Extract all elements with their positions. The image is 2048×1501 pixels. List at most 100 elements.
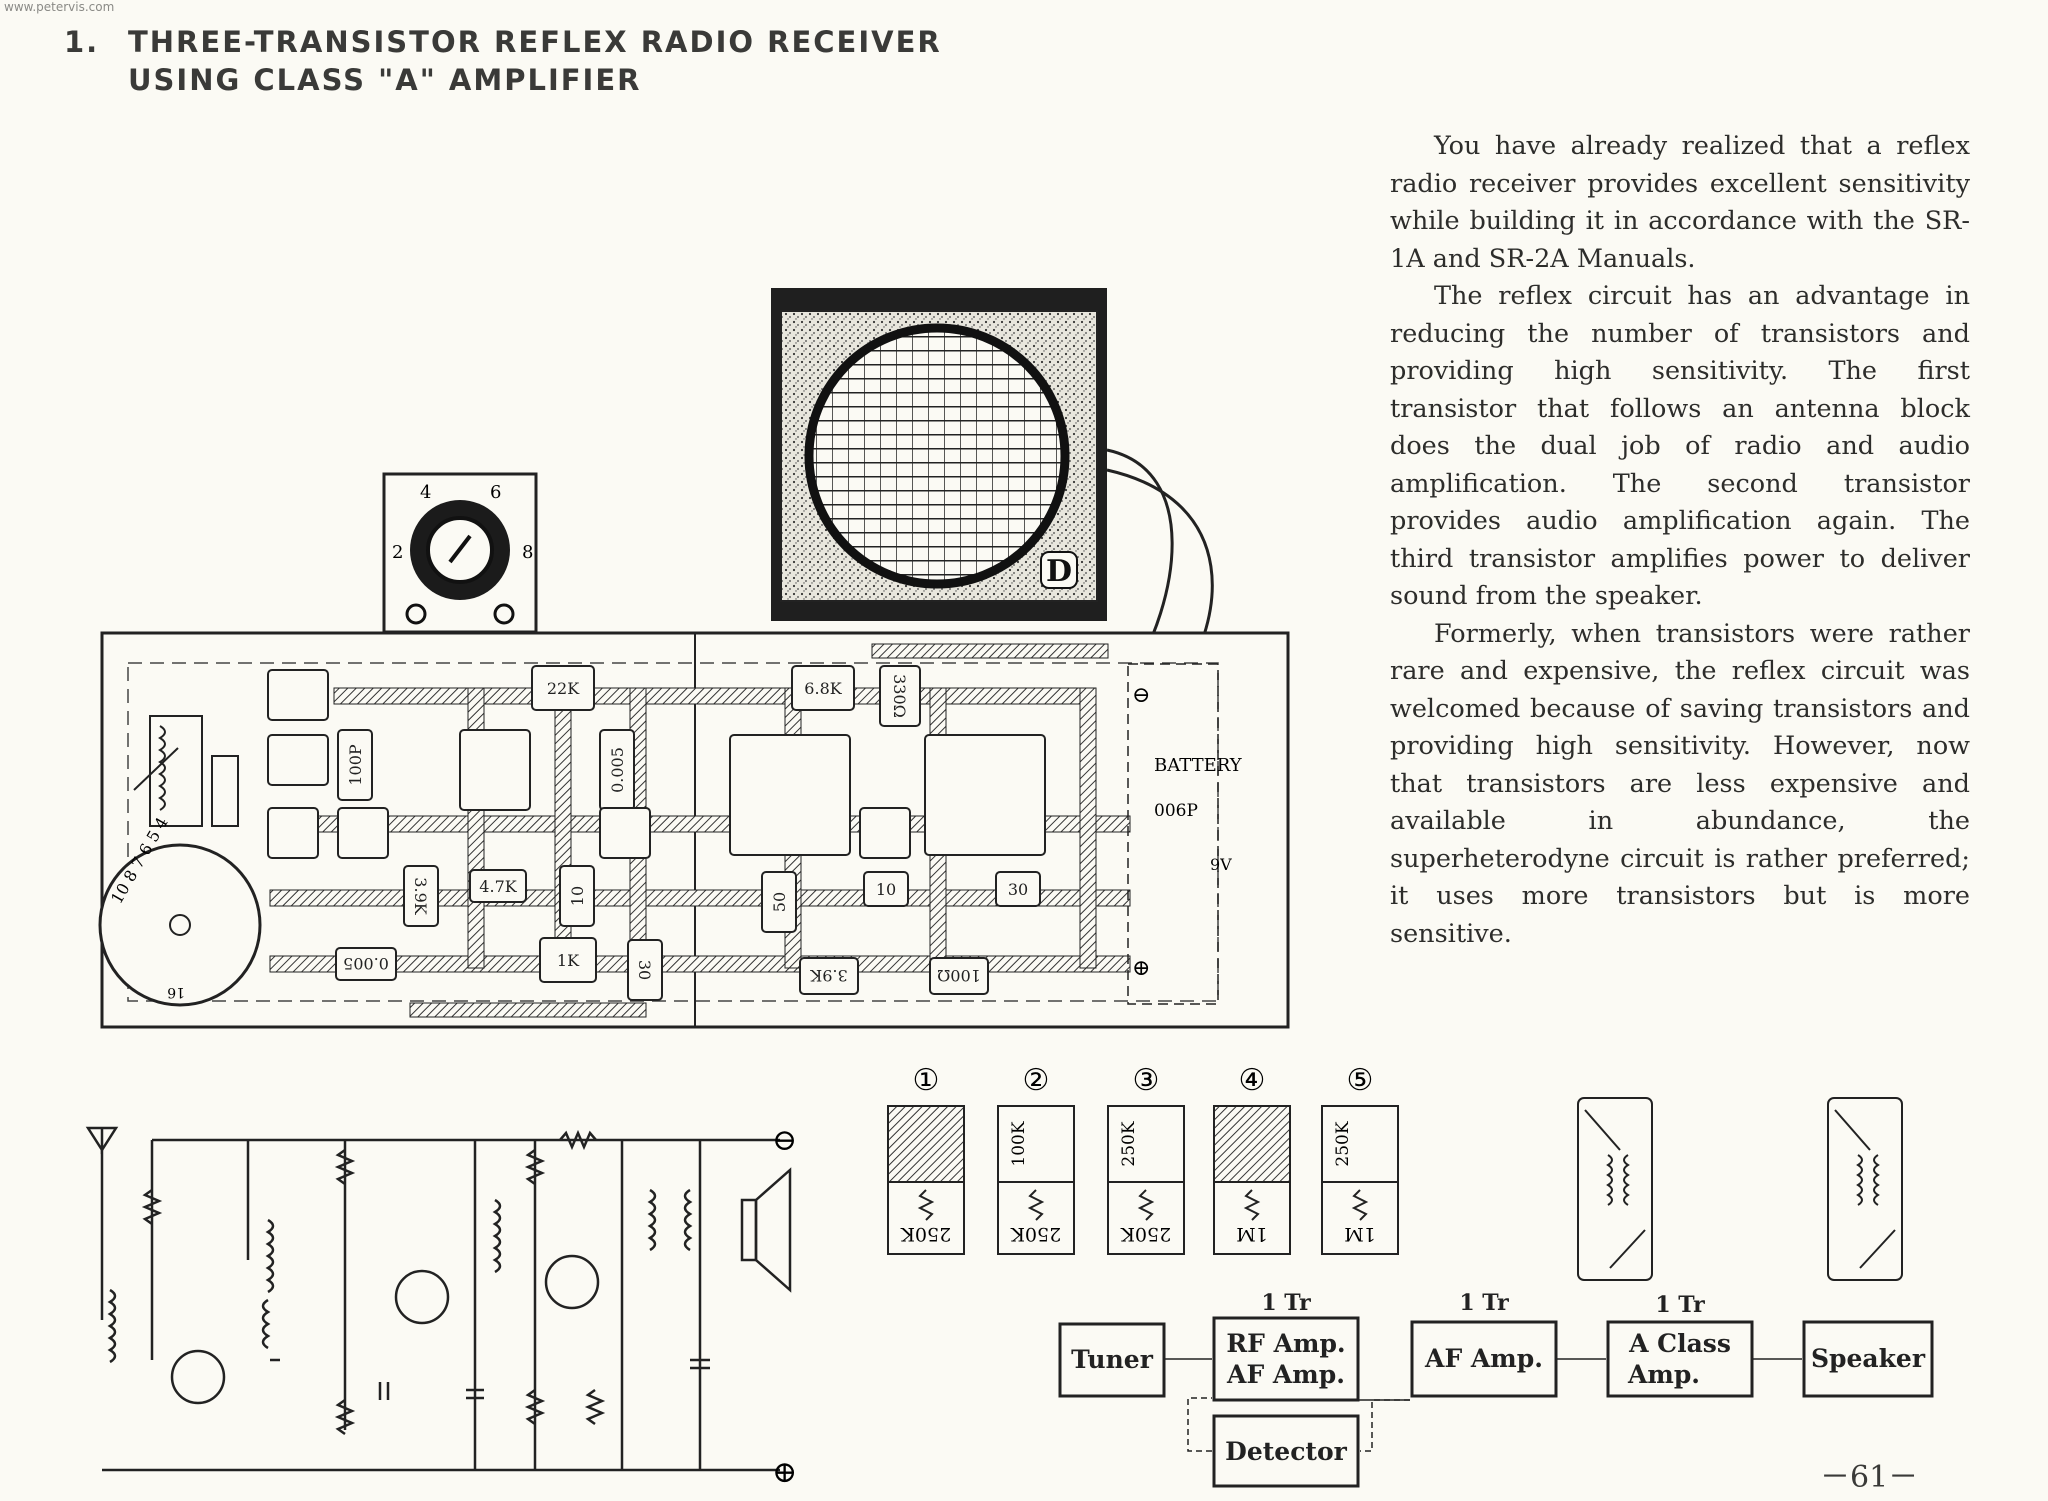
schematic-plus: ⊕ (772, 1455, 797, 1490)
dial-bottom: 16 (167, 984, 185, 1000)
component-label-c0005b: 0.005 (343, 954, 389, 973)
variant-number: ① (913, 1063, 940, 1098)
transformer-illustration-1 (1577, 1097, 1653, 1281)
component-c30a: 30 (627, 939, 663, 1001)
variant-bottom-label: 250K (1120, 1223, 1171, 1245)
block-rf-line2: AF Amp. (1226, 1360, 1345, 1389)
board-part-2 (599, 807, 651, 859)
vol-mark-6: 6 (490, 482, 501, 503)
component-label-r22k: 22K (547, 679, 580, 698)
component-c0005b: 0.005 (335, 947, 397, 981)
block-speaker: Speaker (1811, 1344, 1926, 1373)
component-c50: 50 (761, 871, 797, 933)
block-tuner: Tuner (1071, 1345, 1154, 1374)
component-r22k: 22K (531, 665, 595, 711)
component-label-c30a: 30 (635, 960, 654, 980)
variant-parts: ① 250K ② 100K 250K ③ 250K 250K ④ 1M ⑤ 250K 1M (887, 1063, 1399, 1255)
component-label-c30b: 30 (1008, 880, 1028, 899)
component-c10a: 10 (559, 865, 595, 927)
battery-plus: ⊕ (1132, 956, 1150, 981)
vol-mark-2: 2 (392, 542, 403, 563)
section-number: 1. (64, 25, 100, 59)
variant-3: ③ 250K 250K (1107, 1063, 1185, 1255)
board-part-8 (267, 734, 329, 786)
component-label-r68k: 6.8K (804, 679, 842, 698)
board-part-0 (267, 807, 319, 859)
component-label-c10a: 10 (568, 886, 587, 906)
component-c100p: 100P (337, 729, 373, 801)
block-af: AF Amp. (1424, 1344, 1543, 1373)
speaker-illustration: D (771, 288, 1107, 621)
component-label-c0005a: 0.005 (608, 747, 627, 793)
component-label-r39k_b: 3.9K (809, 966, 847, 985)
variant-bottom-label: 1M (1236, 1223, 1268, 1245)
schematic-minus: ⊖ (772, 1123, 797, 1158)
component-r47k: 4.7K (469, 869, 527, 903)
component-label-r39k_a: 3.9K (411, 877, 430, 915)
component-r330: 330Ω (879, 665, 921, 727)
component-label-r330: 330Ω (890, 674, 909, 718)
block-tr-1: 1 Tr (1261, 1290, 1311, 1316)
component-r100: 100Ω (929, 957, 989, 995)
title-line-1: THREE-TRANSISTOR REFLEX RADIO RECEIVER (128, 25, 942, 59)
board-part-6 (924, 734, 1046, 856)
vol-mark-8: 8 (522, 542, 533, 563)
variant-top-label: 250K (1119, 1121, 1139, 1166)
component-c10b: 10 (863, 871, 909, 907)
component-label-r100: 100Ω (937, 966, 981, 985)
component-c0005a: 0.005 (599, 729, 635, 811)
board-part-7 (267, 669, 329, 721)
battery-minus: ⊖ (1132, 683, 1150, 708)
battery-voltage: 9V (1210, 855, 1232, 874)
variant-number: ⑤ (1347, 1063, 1374, 1098)
paragraph-2: The reflex circuit has an advantage in r… (1390, 281, 1970, 611)
variant-bottom-label: 1M (1344, 1223, 1376, 1245)
variant-number: ② (1023, 1063, 1050, 1098)
component-c30b: 30 (995, 871, 1041, 907)
component-label-c100p: 100P (346, 744, 365, 786)
speaker-logo-icon (1040, 551, 1078, 589)
component-label-r47k: 4.7K (479, 877, 517, 896)
variant-number: ③ (1133, 1063, 1160, 1098)
component-layer: 22K 6.8K 330Ω 100P 0.005 3.9K 4.7K 10 1K 30 0.005 5… (267, 665, 1046, 1001)
component-label-c50: 50 (770, 892, 789, 912)
board-part-4 (459, 729, 531, 811)
block-rf-line1: RF Amp. (1226, 1329, 1345, 1358)
variant-top-label: 100K (1009, 1121, 1029, 1166)
block-tr-2: 1 Tr (1459, 1290, 1509, 1316)
block-diagram: Tuner RF Amp. AF Amp. AF Amp. A Class Am… (1058, 1290, 1934, 1488)
board-part-1 (337, 807, 389, 859)
component-label-r1k: 1K (557, 951, 580, 970)
variant-2: ② 100K 250K (997, 1063, 1075, 1255)
battery-label: BATTERY (1154, 755, 1243, 776)
schematic-diagram (85, 1126, 792, 1472)
board-part-5 (729, 734, 851, 856)
component-label-c10b: 10 (876, 880, 896, 899)
transformer-illustration-2 (1827, 1097, 1903, 1281)
svg-text:D: D (1046, 554, 1072, 589)
variant-bottom-label: 250K (1010, 1223, 1061, 1245)
component-r68k: 6.8K (791, 665, 855, 711)
battery-compartment: BATTERY 006P 9V ⊖ ⊕ (1127, 663, 1243, 1005)
variant-4: ④ 1M (1213, 1063, 1291, 1255)
board-part-3 (859, 807, 911, 859)
variant-number: ④ (1239, 1063, 1266, 1098)
block-aclass-line2: Amp. (1627, 1360, 1700, 1389)
paragraph-1: You have already realized that a reflex … (1390, 131, 1970, 274)
paragraph-3: Formerly, when transistors were rather r… (1390, 618, 1970, 949)
body-text: You have already realized that a reflex … (1390, 128, 1970, 953)
battery-type: 006P (1154, 801, 1198, 821)
block-tr-3: 1 Tr (1655, 1292, 1705, 1318)
variant-top-label: 250K (1333, 1121, 1353, 1166)
variant-1: ① 250K (887, 1063, 965, 1255)
component-r1k: 1K (539, 937, 597, 983)
block-detector: Detector (1225, 1437, 1347, 1466)
block-aclass-line1: A Class (1628, 1329, 1731, 1358)
component-r39k_b: 3.9K (799, 957, 859, 995)
page-number: －61－ (1820, 1460, 1919, 1495)
variant-bottom-label: 250K (900, 1223, 951, 1245)
title-line-2: USING CLASS "A" AMPLIFIER (128, 63, 642, 97)
variant-5: ⑤ 250K 1M (1321, 1063, 1399, 1255)
